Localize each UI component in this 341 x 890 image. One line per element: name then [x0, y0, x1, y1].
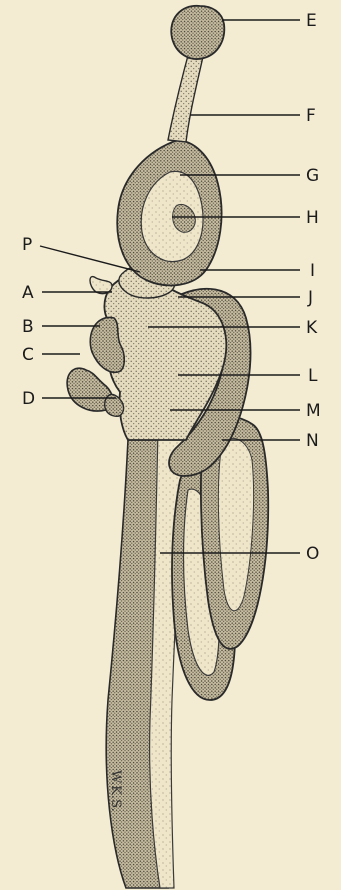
label-k: K [306, 318, 318, 338]
label-a: A [22, 283, 34, 303]
label-e: E [306, 11, 317, 31]
label-o: O [306, 544, 319, 564]
label-l: L [308, 366, 318, 386]
label-b: B [22, 317, 34, 337]
label-c: C [22, 345, 34, 365]
label-j: J [307, 288, 313, 308]
artist-signature: W.K.S. [108, 770, 123, 812]
head-e [171, 6, 224, 59]
label-d: D [22, 389, 35, 409]
label-g: G [306, 166, 319, 186]
label-h: H [306, 208, 319, 228]
label-n: N [306, 431, 319, 451]
label-f: F [306, 106, 316, 126]
label-p: P [22, 235, 32, 255]
knob-a [90, 277, 112, 294]
label-i: I [310, 261, 315, 281]
specimen-drawing [67, 6, 268, 888]
label-m: M [306, 401, 321, 421]
stalk-f [168, 48, 204, 142]
signature-mark: W.K.S. [108, 770, 123, 812]
